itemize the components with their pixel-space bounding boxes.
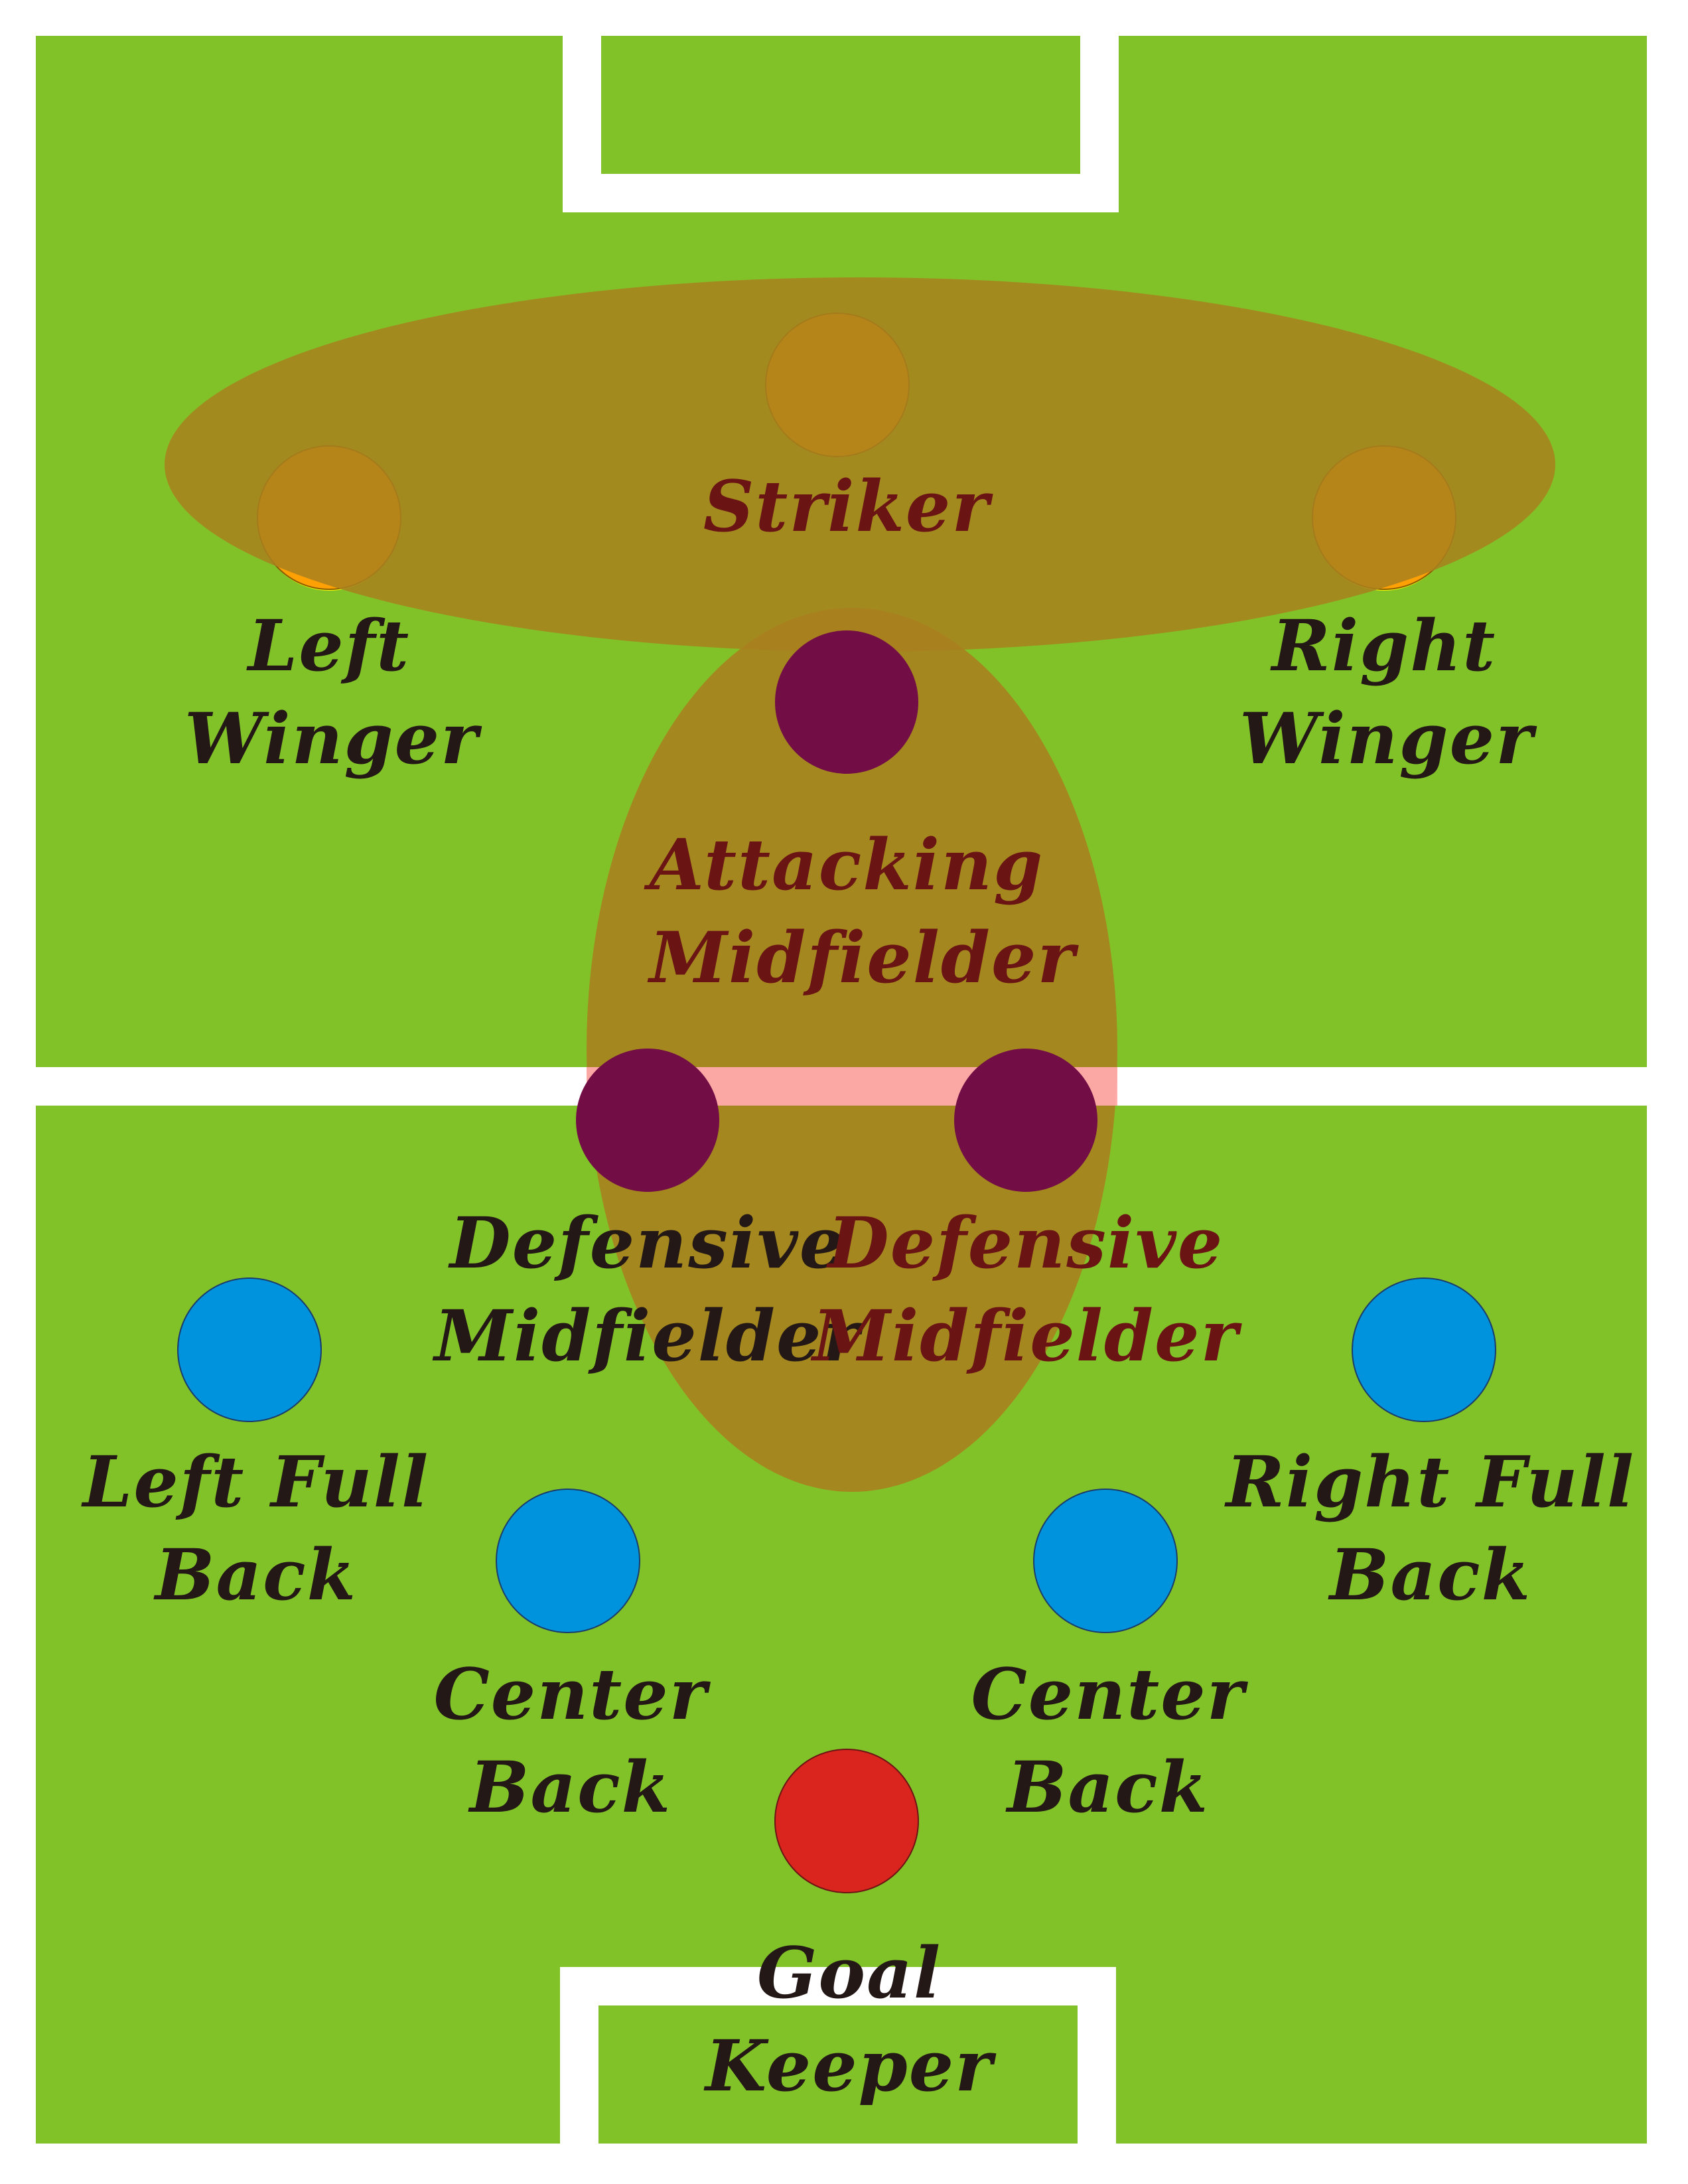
top-goal-box bbox=[563, 36, 1119, 212]
defensive-midfielder-left-circle bbox=[576, 1049, 719, 1192]
left-winger-label-line2: Winger bbox=[184, 697, 482, 780]
goal-keeper-label-line1: Goal bbox=[757, 1931, 942, 2014]
right-winger-label-line1: Right bbox=[1270, 604, 1497, 687]
goal-keeper-circle bbox=[774, 1749, 919, 1893]
attacking-midfielder-circle bbox=[775, 630, 918, 774]
position-labels: Striker Left Winger Right Winger Attacki… bbox=[81, 465, 1635, 2107]
left-full-back-label-line1: Left Full bbox=[81, 1440, 429, 1523]
right-full-back-circle bbox=[1352, 1277, 1496, 1422]
left-full-back-label-line2: Back bbox=[153, 1533, 357, 1616]
bottom-goal-bar bbox=[560, 1967, 1116, 2005]
center-back-left-label-line2: Back bbox=[468, 1745, 671, 1828]
right-full-back-label-line2: Back bbox=[1328, 1533, 1531, 1616]
defensive-midfielder-right-label-line1: Defensive bbox=[826, 1201, 1224, 1284]
attack-zone bbox=[165, 277, 1555, 652]
center-back-left-circle bbox=[496, 1489, 640, 1633]
center-back-right-label-line1: Center bbox=[971, 1652, 1248, 1735]
top-goal-bar bbox=[563, 174, 1119, 212]
defensive-midfielder-right-circle bbox=[954, 1049, 1097, 1192]
right-full-back-label-line1: Right Full bbox=[1224, 1440, 1635, 1523]
center-back-right-circle bbox=[1033, 1489, 1178, 1633]
right-winger-label-line2: Winger bbox=[1239, 697, 1537, 780]
center-back-left-label-line1: Center bbox=[433, 1652, 711, 1735]
attacking-midfielder-label-line1: Attacking bbox=[644, 823, 1044, 906]
left-full-back-circle bbox=[177, 1277, 322, 1422]
center-back-right-label-line2: Back bbox=[1005, 1745, 1209, 1828]
midfield-zone bbox=[587, 608, 1117, 1492]
left-winger-label-line1: Left bbox=[246, 604, 411, 687]
goal-keeper-label-line2: Keeper bbox=[703, 2024, 997, 2107]
striker-label: Striker bbox=[703, 465, 994, 547]
bottom-goal-box bbox=[560, 1967, 1116, 2144]
attacking-midfielder-label-line2: Midfielder bbox=[648, 916, 1080, 999]
defensive-midfielder-left-label-line1: Defensive bbox=[448, 1201, 845, 1284]
defensive-midfielder-right-label-line2: Midfielder bbox=[811, 1294, 1243, 1377]
defensive-midfielder-left-label-line2: Midfielder bbox=[433, 1294, 865, 1377]
